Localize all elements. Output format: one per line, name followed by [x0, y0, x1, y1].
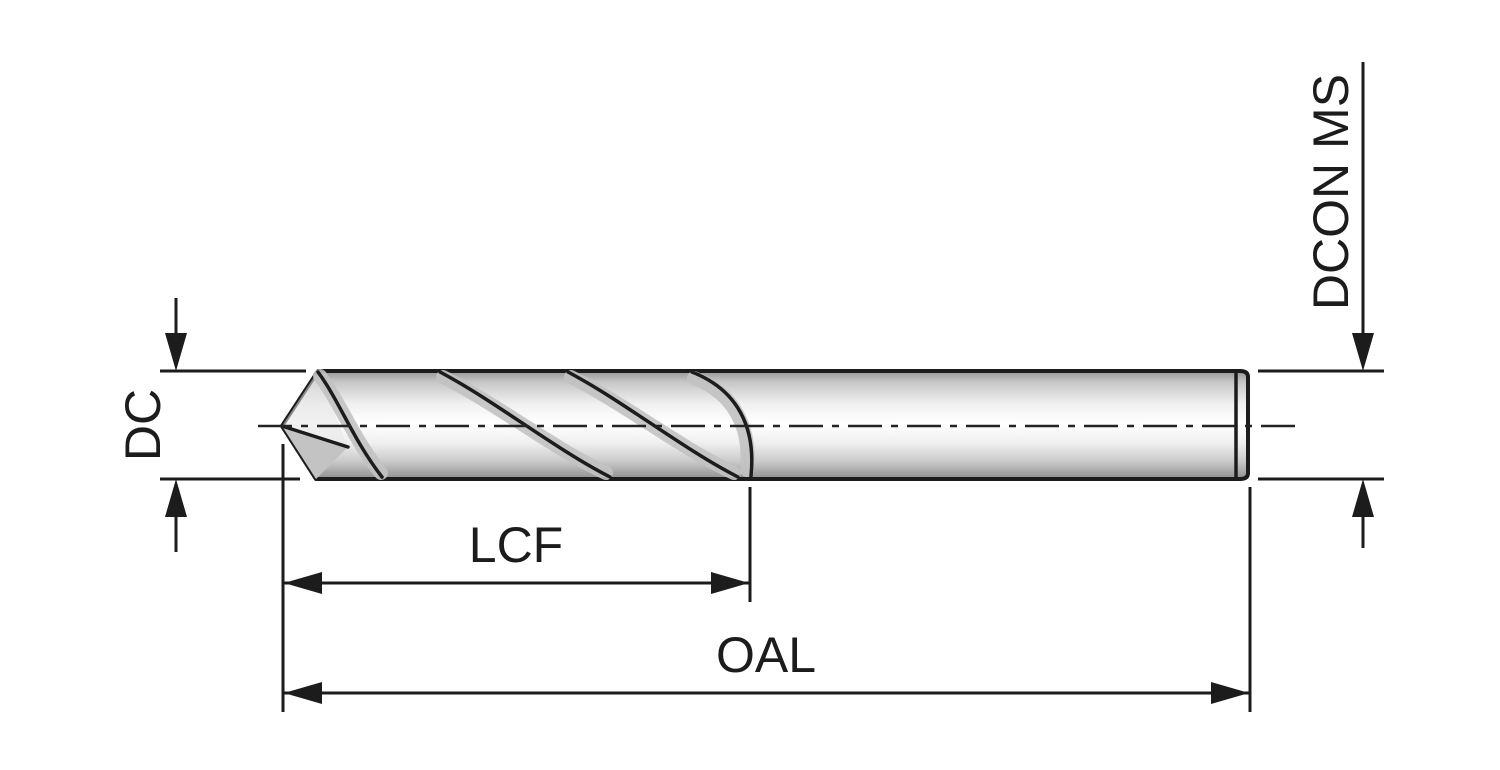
dc-arrow-down-icon — [165, 333, 187, 371]
oal-arrow-right-icon — [1211, 682, 1249, 704]
dcon-label: DCON MS — [1303, 74, 1359, 310]
dcon-arrow-down-icon — [1352, 333, 1374, 371]
dc-label: DC — [115, 389, 171, 461]
dcon-arrow-up-icon — [1352, 479, 1374, 517]
drill-point-lower-facet — [282, 426, 348, 479]
oal-arrow-left-icon — [284, 682, 322, 704]
dcon-dimension: DCON MS — [1258, 62, 1384, 548]
dc-dimension: DC — [115, 298, 306, 552]
flute-groove-shading — [687, 371, 755, 477]
oal-dimension: OAL — [284, 487, 1252, 712]
dc-arrow-up-icon — [165, 479, 187, 517]
oal-label: OAL — [716, 627, 816, 683]
lcf-dimension: LCF — [281, 444, 752, 712]
flute-edge-2 — [566, 370, 740, 479]
lcf-arrow-left-icon — [284, 572, 322, 594]
flute-edge-tip — [316, 370, 384, 479]
lcf-arrow-right-icon — [711, 572, 749, 594]
flute-runout-curve — [690, 370, 754, 478]
drill-point-upper-facet — [282, 371, 348, 447]
drill-bit — [280, 369, 1250, 481]
lcf-label: LCF — [469, 517, 563, 573]
cutting-lip-line — [280, 424, 350, 449]
